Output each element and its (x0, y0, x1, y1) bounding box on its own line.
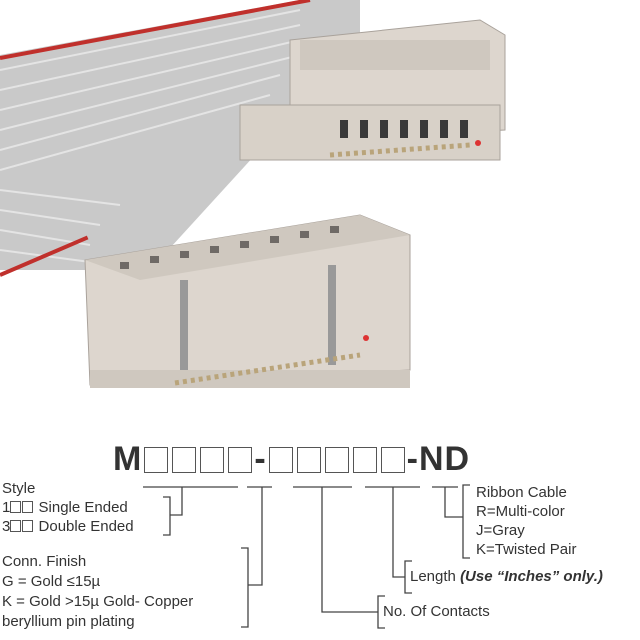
cable-option: J=Gray (476, 522, 525, 539)
code-box (352, 446, 377, 473)
code-box (380, 446, 405, 473)
connector-top-right (239, 19, 506, 161)
style-title: Style (2, 480, 36, 497)
code-box (296, 446, 321, 473)
code-box (268, 446, 293, 473)
ribbon-cable (0, 0, 360, 277)
part-prefix: M (113, 440, 143, 478)
style-code: 1 (2, 499, 11, 516)
conn-finish-title: Conn. Finish (2, 553, 87, 570)
length-label: Length (Use “Inches” only.) (410, 568, 603, 586)
style-label: Single Ended (38, 499, 128, 516)
code-box (324, 446, 349, 473)
part-separator: - (254, 440, 267, 478)
style-code: 3 (2, 518, 11, 535)
part-suffix: -ND (406, 440, 471, 478)
cable-option: R=Multi-color (476, 503, 565, 520)
code-box (228, 446, 253, 473)
style-label: Double Ended (38, 518, 134, 535)
conn-finish-line: K = Gold >15µ Gold- Copper (2, 593, 194, 610)
contacts-label: No. Of Contacts (383, 603, 490, 620)
conn-finish-line: beryllium pin plating (2, 613, 135, 630)
style-option-single: 1 Single Ended (2, 499, 128, 517)
code-box (200, 446, 225, 473)
conn-finish-line: G = Gold ≤15µ (2, 573, 101, 590)
style-option-double: 3 Double Ended (2, 518, 134, 536)
part-number-template: M - -ND (113, 440, 470, 479)
connector-front (84, 214, 411, 388)
length-text: Length (410, 568, 456, 585)
cable-title: Ribbon Cable (476, 484, 567, 501)
code-box (172, 446, 197, 473)
length-note: (Use “Inches” only.) (460, 568, 603, 585)
ordering-diagram-lines (143, 484, 470, 629)
cable-option: K=Twisted Pair (476, 541, 577, 558)
code-box (144, 446, 169, 473)
